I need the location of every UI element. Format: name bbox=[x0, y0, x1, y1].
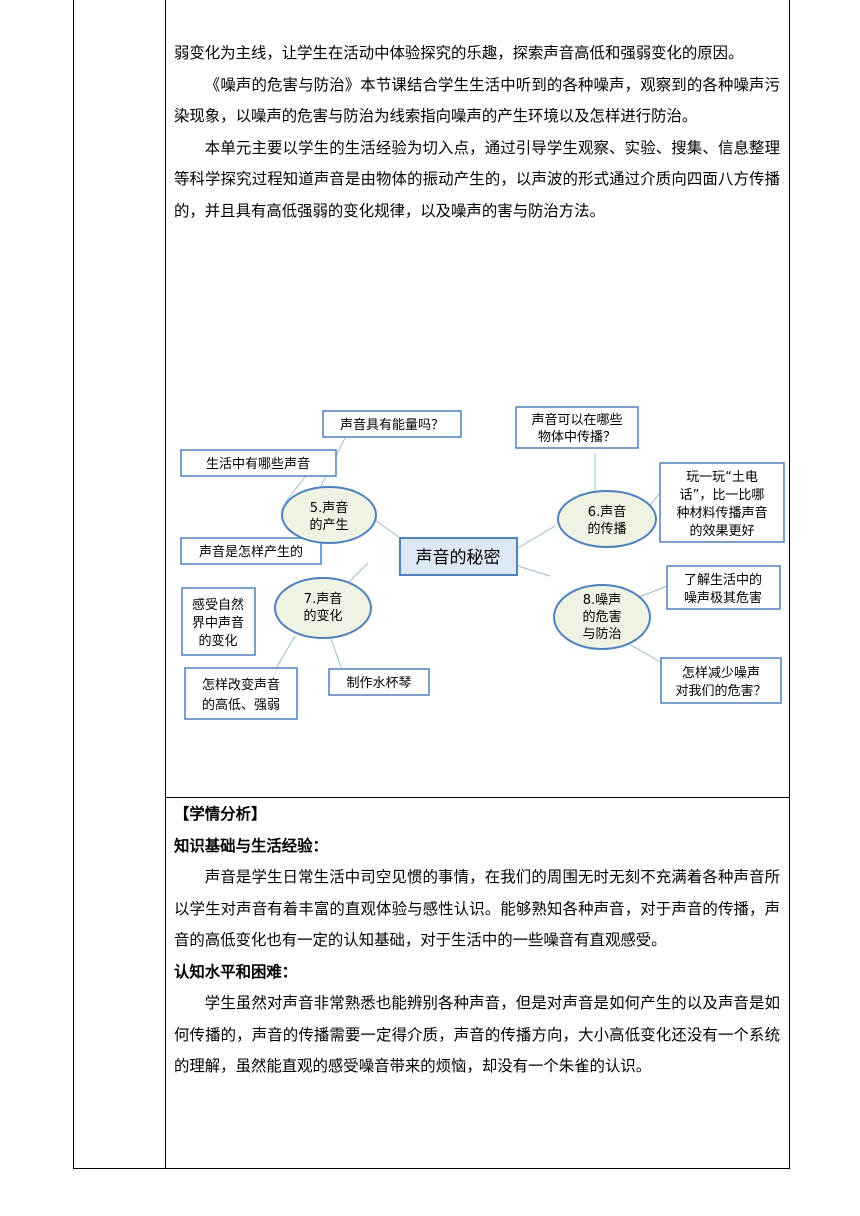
paragraph-knowledge: 声音是学生日常生活中司空见惯的事情，在我们的周围无时无刻不充满着各种声音所以学生… bbox=[174, 868, 780, 949]
svg-text:种材料传播声音: 种材料传播声音 bbox=[676, 505, 767, 521]
svg-text:与防治: 与防治 bbox=[582, 626, 621, 642]
svg-text:8.噪声: 8.噪声 bbox=[583, 593, 621, 608]
leaf-6b: 玩一玩“土电 话”，比一比哪 种材料传播声音 的效果更好 bbox=[659, 462, 785, 543]
svg-text:声音是怎样产生的: 声音是怎样产生的 bbox=[199, 544, 303, 560]
leaf-8a: 了解生活中的 噪声极其危害 bbox=[666, 565, 781, 610]
leaf-7c: 制作水杯琴 bbox=[328, 668, 430, 696]
svg-text:话”，比一比哪: 话”，比一比哪 bbox=[680, 488, 765, 503]
svg-text:物体中传播？: 物体中传播？ bbox=[538, 430, 616, 445]
leaf-7a: 感受自然 界中声音 的变化 bbox=[181, 587, 256, 656]
svg-text:界中声音: 界中声音 bbox=[192, 615, 244, 631]
node-6-sound-propagation: 6.声音 的传播 bbox=[557, 490, 657, 548]
svg-text:对我们的危害？: 对我们的危害？ bbox=[675, 683, 766, 699]
svg-text:声音的秘密: 声音的秘密 bbox=[416, 548, 501, 568]
svg-text:制作水杯琴: 制作水杯琴 bbox=[346, 676, 411, 691]
leaf-5c: 声音是怎样产生的 bbox=[180, 537, 322, 565]
svg-text:的高低、强弱: 的高低、强弱 bbox=[202, 697, 280, 713]
svg-text:怎样改变声音: 怎样改变声音 bbox=[202, 677, 280, 693]
svg-text:了解生活中的: 了解生活中的 bbox=[684, 572, 762, 588]
svg-text:噪声极其危害: 噪声极其危害 bbox=[684, 590, 762, 606]
paragraph-cognition: 学生虽然对声音非常熟悉也能辨别各种声音，但是对声音是如何产生的以及声音是如何传播… bbox=[174, 994, 780, 1075]
node-5-sound-production: 5.声音 的产生 bbox=[281, 486, 377, 544]
leaf-5b: 生活中有哪些声音 bbox=[180, 449, 337, 477]
paragraph-unit-summary: 本单元主要以学生的生活经验为切入点，通过引导学生观察、实验、搜集、信息整理等科学… bbox=[174, 138, 780, 220]
svg-text:声音具有能量吗？: 声音具有能量吗？ bbox=[340, 417, 444, 433]
table-row-divider bbox=[165, 797, 789, 798]
mind-map: 声音具有能量吗？ 生活中有哪些声音 声音是怎样产生的 声音可以在哪些 物体中传播… bbox=[170, 398, 790, 728]
subheading-knowledge: 知识基础与生活经验： bbox=[174, 836, 328, 855]
node-7-sound-change: 7.声音 的变化 bbox=[274, 577, 372, 639]
svg-text:5.声音: 5.声音 bbox=[310, 500, 348, 516]
svg-text:玩一玩“土电: 玩一玩“土电 bbox=[686, 470, 758, 485]
svg-text:感受自然: 感受自然 bbox=[192, 597, 244, 613]
center-node: 声音的秘密 bbox=[399, 537, 518, 576]
svg-text:的危害: 的危害 bbox=[582, 609, 621, 625]
node-8-noise-harm: 8.噪声 的危害 与防治 bbox=[553, 584, 651, 650]
svg-text:的产生: 的产生 bbox=[309, 517, 348, 533]
paragraph-noise-lesson: 《噪声的危害与防治》本节课结合学生生活中听到的各种噪声，观察到的各种噪声污染现象… bbox=[174, 75, 780, 126]
mind-map-svg: 声音具有能量吗？ 生活中有哪些声音 声音是怎样产生的 声音可以在哪些 物体中传播… bbox=[180, 406, 785, 720]
svg-text:的变化: 的变化 bbox=[198, 633, 237, 649]
paragraph-continuation: 弱变化为主线，让学生在活动中体验探究的乐趣，探索声音高低和强弱变化的原因。 bbox=[174, 44, 744, 62]
leaf-6a: 声音可以在哪些 物体中传播？ bbox=[515, 406, 639, 449]
section-heading: 【学情分析】 bbox=[174, 805, 267, 823]
document-table bbox=[73, 0, 790, 1169]
leaf-8b: 怎样减少噪声 对我们的危害？ bbox=[660, 657, 782, 704]
subheading-cognition: 认知水平和困难： bbox=[174, 962, 298, 981]
svg-text:7.声音: 7.声音 bbox=[304, 591, 342, 607]
unit-description: 弱变化为主线，让学生在活动中体验探究的乐趣，探索声音高低和强弱变化的原因。 《噪… bbox=[174, 38, 780, 227]
svg-text:的效果更好: 的效果更好 bbox=[689, 523, 754, 539]
student-analysis: 【学情分析】 知识基础与生活经验： 声音是学生日常生活中司空见惯的事情，在我们的… bbox=[174, 799, 780, 1083]
leaf-5a: 声音具有能量吗？ bbox=[322, 410, 462, 438]
table-column-divider bbox=[165, 0, 166, 1168]
svg-text:声音可以在哪些: 声音可以在哪些 bbox=[531, 412, 622, 428]
leaf-7b: 怎样改变声音 的高低、强弱 bbox=[184, 667, 298, 720]
svg-text:6.声音: 6.声音 bbox=[588, 504, 626, 520]
svg-text:怎样减少噪声: 怎样减少噪声 bbox=[682, 666, 760, 681]
svg-text:的变化: 的变化 bbox=[303, 608, 342, 624]
svg-text:生活中有哪些声音: 生活中有哪些声音 bbox=[206, 456, 310, 472]
svg-text:的传播: 的传播 bbox=[587, 521, 626, 537]
